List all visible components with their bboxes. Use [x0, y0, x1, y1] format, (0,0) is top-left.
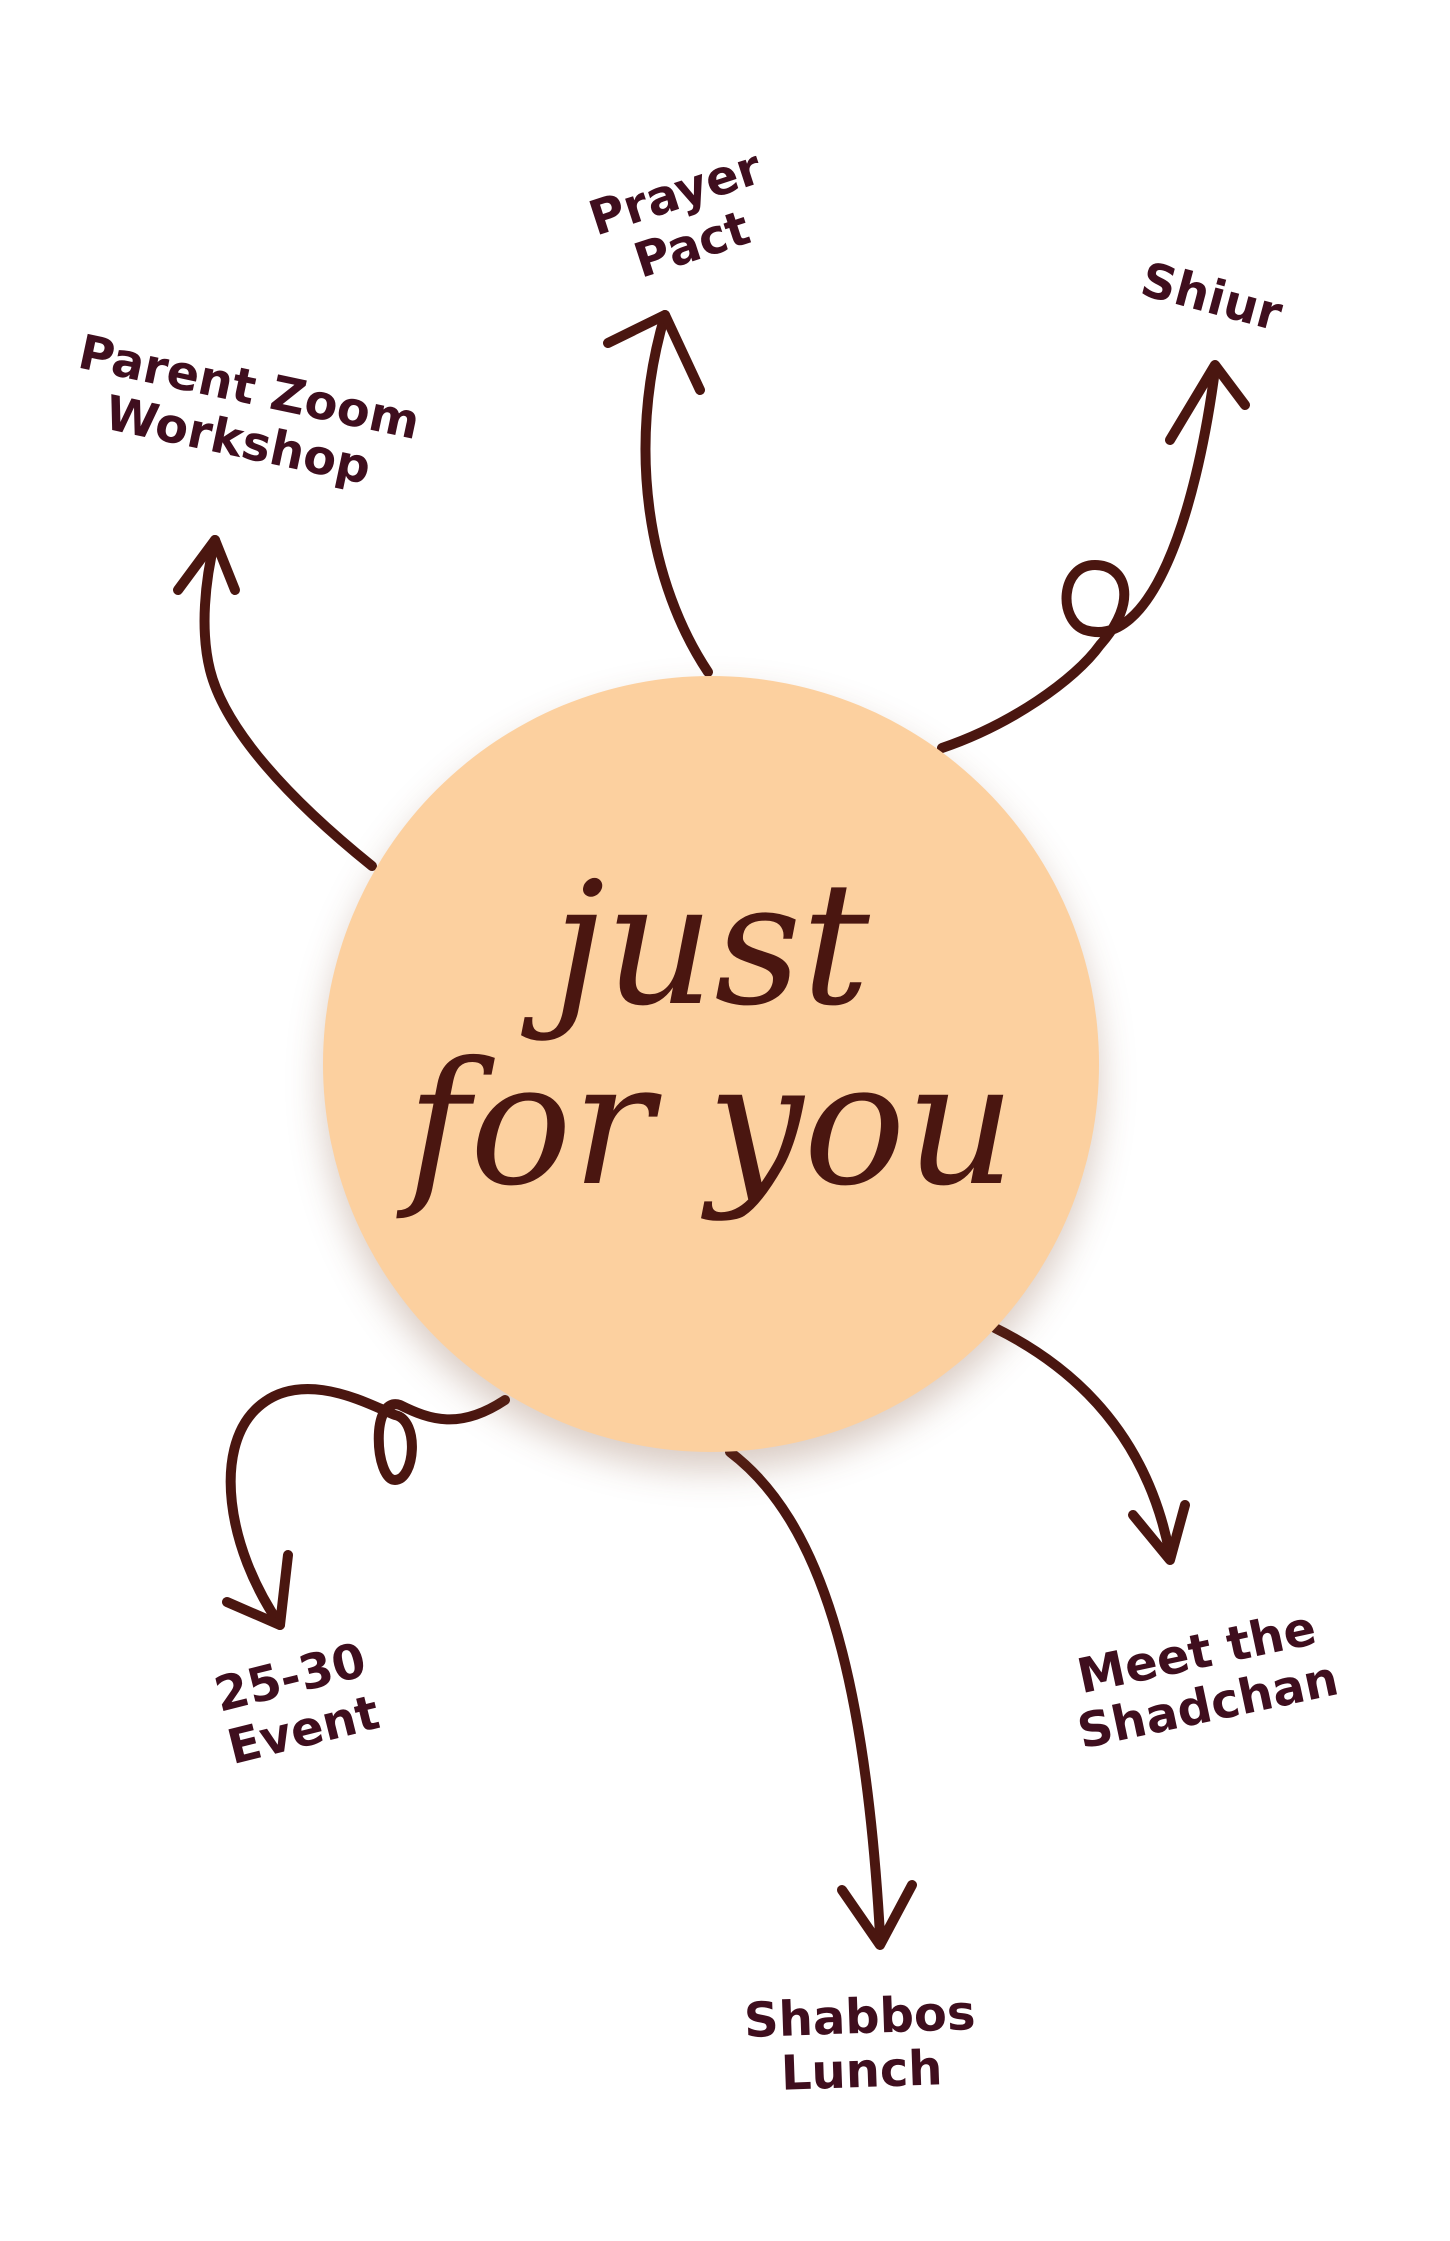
center-title-line1: just	[552, 846, 870, 1044]
arrow-shiur	[937, 360, 1250, 753]
node-shabbos-lunch: Shabbos Lunch	[743, 1984, 978, 2102]
arrow-shabbos-lunch	[725, 1447, 917, 1950]
arrow-prayer-pact	[603, 310, 713, 677]
arrow-parent-zoom-workshop	[173, 535, 377, 871]
center-title-line2: for you	[406, 1026, 1016, 1224]
center-circle	[323, 676, 1099, 1452]
arrow-25-30-event	[222, 1384, 510, 1630]
node-label-line: Lunch	[779, 2040, 944, 2102]
node-label-line: Shabbos	[743, 1984, 977, 2050]
arrow-meet-the-shadchan	[990, 1323, 1190, 1565]
